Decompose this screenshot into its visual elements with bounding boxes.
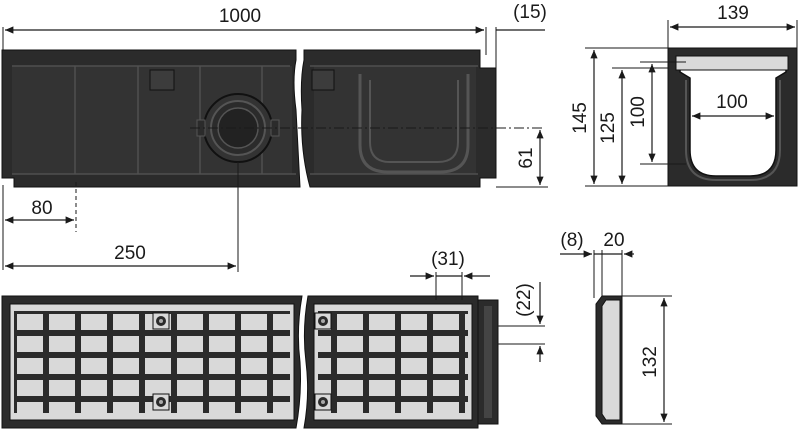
dim-end-offset: (15) <box>470 2 547 68</box>
screw-2 <box>152 393 170 411</box>
screw-3 <box>314 312 332 330</box>
dim-100-width-label: 100 <box>716 92 748 113</box>
dim-1000-label: 1000 <box>219 6 261 27</box>
dim-grate-slot: (31) <box>410 249 490 300</box>
screw-4 <box>314 393 332 411</box>
dim-15-label: (15) <box>513 2 547 23</box>
section-grate <box>675 55 789 71</box>
dim-8-label: (8) <box>560 230 583 251</box>
dim-61-label: 61 <box>516 147 537 168</box>
grate-cross-section: (8) 20 132 <box>560 230 672 425</box>
dim-250-label: 250 <box>114 243 146 264</box>
dim-outlet-height: 61 <box>496 130 548 188</box>
dim-rib-spacing: 80 <box>2 182 77 270</box>
dim-grate-end-gap: (22) <box>498 282 545 362</box>
dim-145-label: 145 <box>570 102 591 134</box>
dim-100-depth-label: 100 <box>628 96 649 128</box>
dim-139-label: 139 <box>717 3 749 24</box>
dim-80-label: 80 <box>31 198 52 219</box>
grate-top-view: (31) (22) <box>1 249 545 429</box>
dim-outlet-position: 250 <box>5 162 239 272</box>
dim-31-label: (31) <box>431 249 465 270</box>
screw-1 <box>152 312 170 330</box>
dim-125-label: 125 <box>598 112 619 144</box>
dim-22-label: (22) <box>514 283 535 317</box>
dim-total-length: 1000 <box>2 6 487 55</box>
dim-132-label: 132 <box>640 346 661 378</box>
dim-20-label: 20 <box>603 230 624 251</box>
channel-side-view: 1000 (15) <box>1 2 548 272</box>
channel-cross-section: 139 145 125 100 100 <box>570 3 798 187</box>
